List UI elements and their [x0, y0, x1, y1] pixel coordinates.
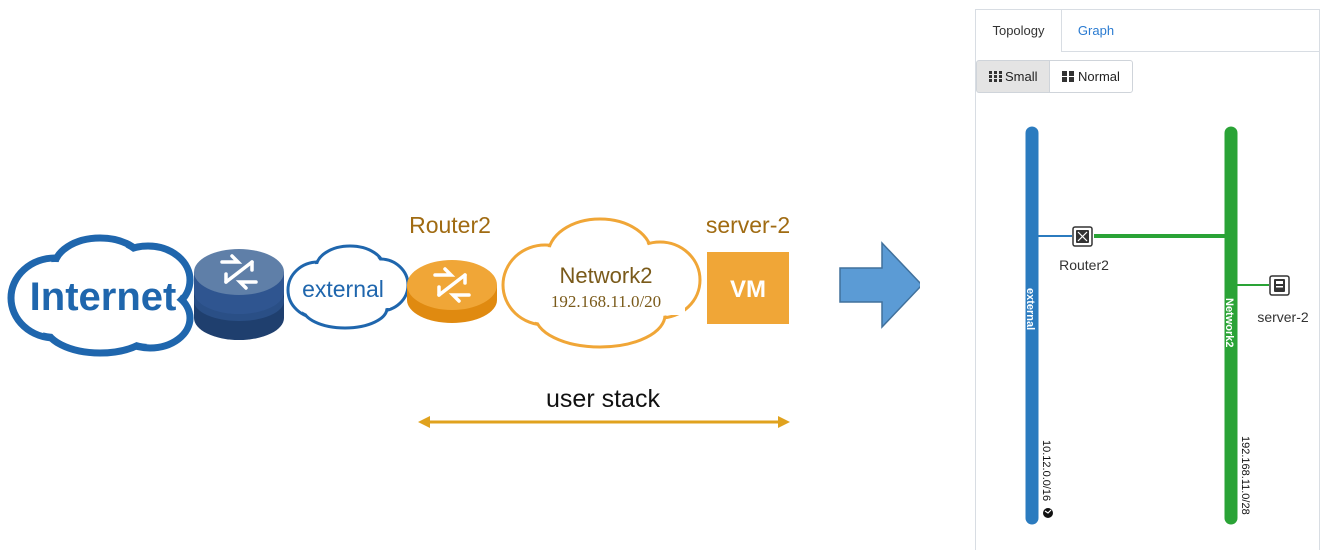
server2-node[interactable] [1269, 275, 1290, 296]
tab-topology-label: Topology [992, 23, 1045, 38]
tab-graph-label: Graph [1077, 23, 1115, 38]
external-label: external [302, 276, 384, 302]
vm-label: VM [730, 276, 766, 303]
tab-topology[interactable]: Topology [976, 10, 1062, 52]
server2-label: server-2 [706, 212, 790, 238]
small-view-button[interactable]: Small [976, 60, 1050, 93]
normal-view-button[interactable]: Normal [1049, 60, 1133, 93]
grid-small-icon [989, 71, 1002, 82]
network-diagram: Internet external R [7, 212, 920, 428]
grid-large-icon [1062, 71, 1074, 82]
network2-label: Network2 [560, 263, 653, 288]
router2-node-label: Router2 [1059, 257, 1109, 273]
user-stack-label: user stack [546, 385, 660, 413]
tab-bar: Topology Graph [976, 10, 1319, 52]
topology-canvas: external 10.12.0.0/16 Network2 192.168.1… [1024, 126, 1309, 525]
normal-view-label: Normal [1078, 69, 1120, 84]
network2-cloud: Network2 192.168.11.0/20 [501, 217, 702, 349]
router2-label: Router2 [409, 212, 491, 238]
internet-cloud: Internet [7, 234, 194, 357]
tab-graph[interactable]: Graph [1062, 10, 1130, 51]
network2-name: Network2 [1223, 298, 1235, 348]
external-network-name: external [1024, 288, 1036, 330]
router2-node[interactable] [1072, 226, 1093, 247]
globe-icon [1043, 508, 1053, 518]
vm-box: VM [707, 252, 789, 324]
network2-cidr: 192.168.11.0/20 [551, 292, 661, 311]
internet-label: Internet [30, 275, 177, 319]
network2-cidr-label: 192.168.11.0/28 [1239, 436, 1251, 515]
user-stack-double-arrow [418, 416, 790, 428]
router2-icon [407, 260, 497, 323]
external-cloud: external [286, 244, 410, 330]
server2-node-label: server-2 [1257, 309, 1309, 325]
router-stack-icon [194, 249, 284, 340]
external-network-cidr: 10.12.0.0/16 [1040, 440, 1052, 501]
small-view-label: Small [1005, 69, 1038, 84]
right-arrow-icon [839, 241, 920, 329]
